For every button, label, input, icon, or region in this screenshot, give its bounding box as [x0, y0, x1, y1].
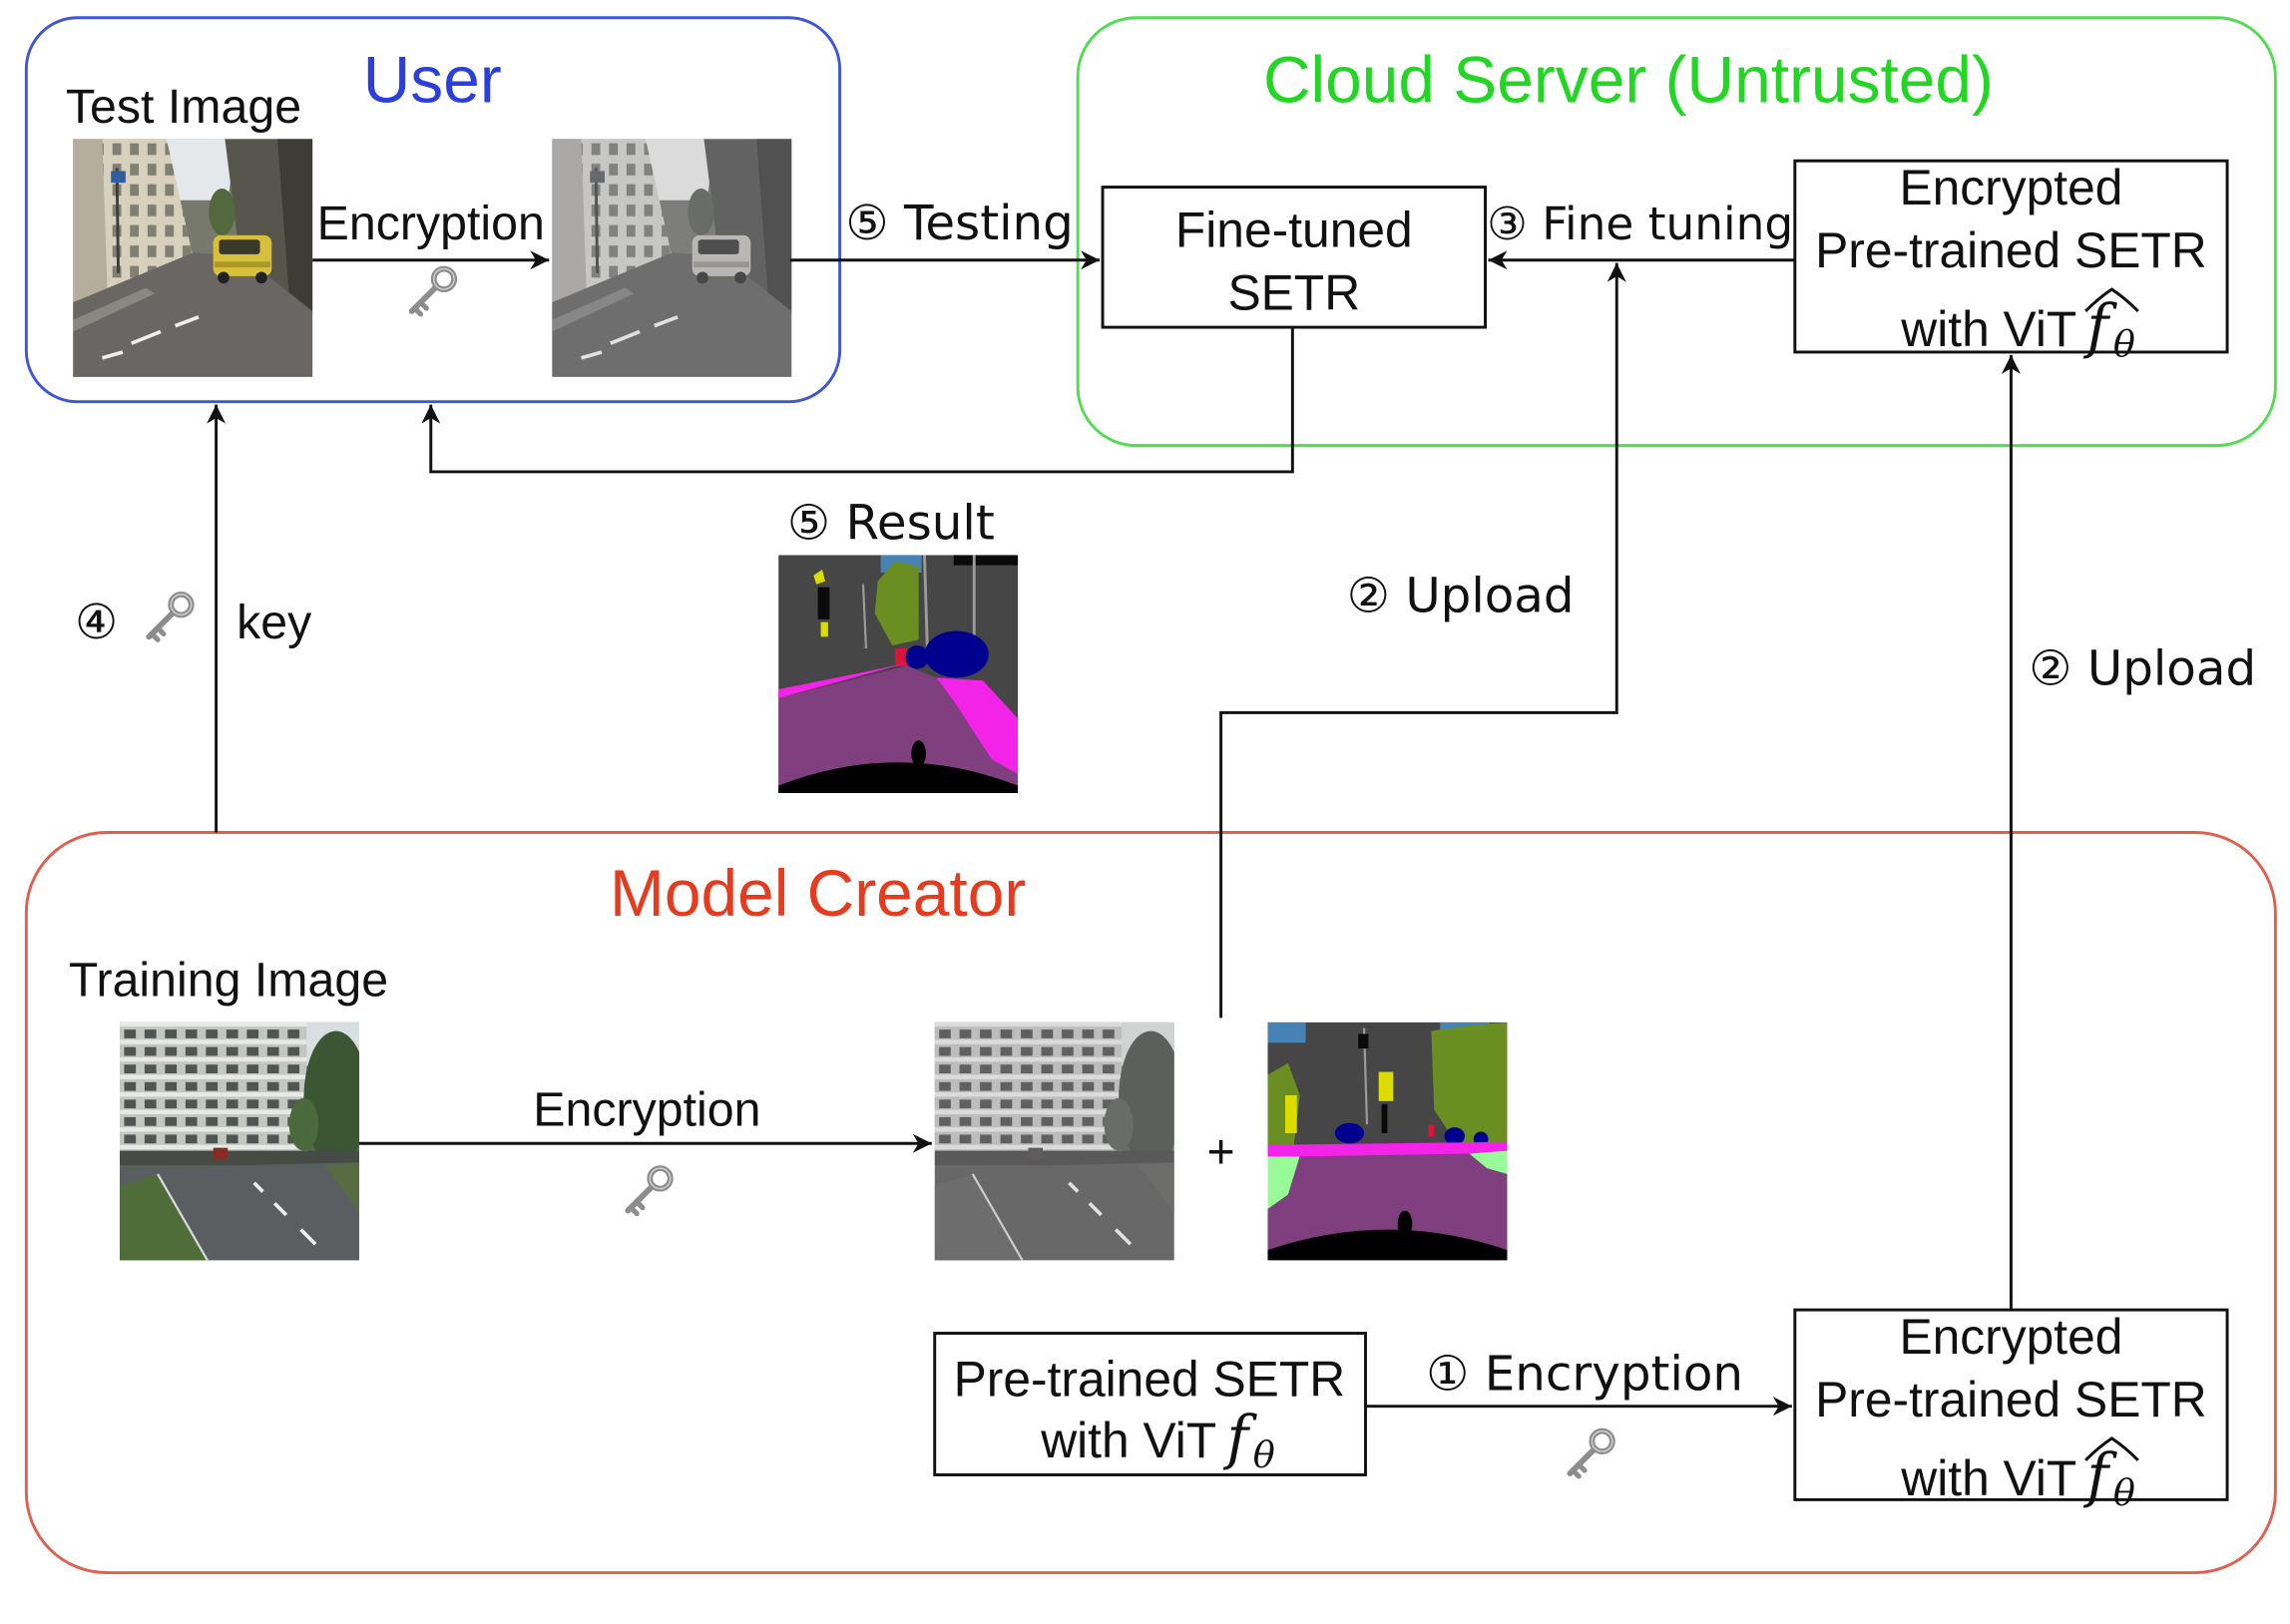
- cloud-server-group-frame: [1076, 16, 2277, 448]
- model-symbol-theta: θ: [2113, 322, 2135, 365]
- result-label: ⑤ Result: [787, 495, 995, 551]
- encrypted-pretrained-setr-box-cloud: [1793, 159, 2229, 354]
- fine-tuning-label: ③ Fine tuning: [1487, 198, 1793, 250]
- upload-model-label: ② Upload: [2029, 641, 2256, 697]
- fine-tuned-setr-line2: SETR: [1227, 265, 1360, 321]
- key-icon: [412, 269, 454, 314]
- encrypted-model-cloud-line1: Encrypted: [1899, 160, 2122, 215]
- pretrained-setr-box: [933, 1332, 1367, 1476]
- encrypted-training-image: [935, 1022, 1183, 1261]
- encrypted-test-image: [552, 139, 791, 377]
- result-return-arrow: [421, 327, 1294, 474]
- model-creator-group-frame: [24, 831, 2277, 1575]
- training-image-label: Training Image: [69, 953, 388, 1007]
- model-symbol-theta: θ: [1253, 1433, 1275, 1476]
- encrypted-model-creator-line1: Encrypted: [1899, 1309, 2122, 1365]
- segmentation-result-image: [778, 555, 1018, 793]
- pretrained-model-line2: with ViT: [1040, 1413, 1216, 1468]
- user-title: User: [363, 43, 502, 117]
- fine-tuned-setr-line1: Fine-tuned: [1175, 203, 1413, 258]
- segmentation-label-image: [1267, 1022, 1507, 1261]
- model-creator-title: Model Creator: [610, 856, 1026, 930]
- encrypted-model-cloud-line3: with ViT: [1900, 301, 2076, 357]
- plus-sign: +: [1207, 1125, 1235, 1179]
- testing-label: ⑤ Testing: [845, 196, 1073, 251]
- widehat-accent: [2084, 1436, 2139, 1461]
- encrypted-model-cloud-line2: Pre-trained SETR: [1815, 222, 2207, 278]
- key-icon: [628, 1168, 670, 1213]
- test-image: [73, 139, 312, 377]
- key-label: key: [236, 596, 312, 649]
- cloud-server-title: Cloud Server (Untrusted): [1263, 43, 1994, 117]
- encrypted-pretrained-setr-box-creator: [1793, 1308, 2229, 1501]
- test-image-label: Test Image: [66, 80, 301, 134]
- encrypted-model-creator-line3: with ViT: [1900, 1450, 2076, 1506]
- user-group-frame: [24, 16, 842, 404]
- training-image: [120, 1022, 368, 1261]
- encrypted-model-creator-line2: Pre-trained SETR: [1815, 1372, 2207, 1427]
- upload-data-arrow: [1219, 262, 1626, 1018]
- model-symbol-theta: θ: [2113, 1471, 2135, 1514]
- pretrained-model-line1: Pre-trained SETR: [954, 1351, 1346, 1407]
- user-encryption-label: Encryption: [317, 197, 545, 250]
- model-encryption-label: ① Encryption: [1426, 1347, 1743, 1403]
- upload-data-label: ② Upload: [1347, 568, 1575, 623]
- widehat-accent: [2084, 287, 2139, 313]
- key-icon: [149, 595, 191, 639]
- training-encryption-label: Encryption: [533, 1083, 760, 1137]
- key-icon: [1570, 1431, 1611, 1476]
- key-step-number: ④: [75, 595, 118, 650]
